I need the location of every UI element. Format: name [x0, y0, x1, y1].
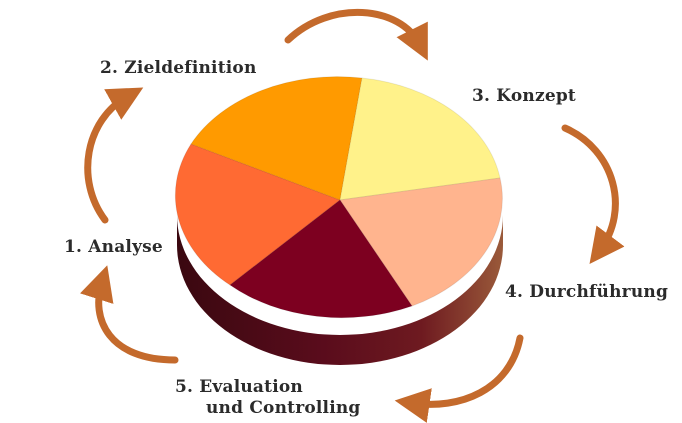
slice-konzept: [339, 77, 501, 201]
slice-analyse: [174, 143, 342, 286]
slice-evaluation: [229, 199, 413, 319]
step-1-label: 1. Analyse: [64, 237, 163, 257]
slice-durchfuehrung: [339, 177, 503, 307]
arrow-bottom-right: [394, 334, 524, 423]
step-5-label: 5. Evaluation: [175, 377, 303, 397]
slice-zieldefinition: [190, 76, 363, 201]
pie-side: [177, 215, 503, 365]
arrow-right: [561, 124, 625, 265]
step-2-label: 2. Zieldefinition: [100, 58, 257, 78]
step-4-label: 4. Durchführung: [505, 282, 669, 302]
cycle-arrows: [80, 9, 625, 423]
arrow-left: [84, 87, 144, 224]
arrow-top: [284, 9, 428, 61]
arrow-bottom-left: [80, 265, 179, 364]
step-3-label: 3. Konzept: [472, 86, 576, 106]
step-5-label-line2: und Controlling: [206, 398, 361, 418]
